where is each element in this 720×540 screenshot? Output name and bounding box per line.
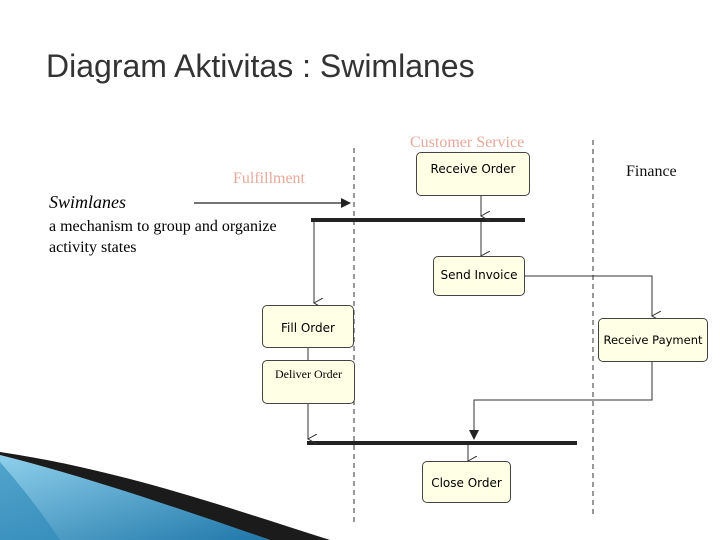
state-label: Fill Order xyxy=(281,321,335,335)
decorative-swoosh xyxy=(0,452,330,540)
state-deliver-order[interactable]: Deliver Order xyxy=(262,360,355,404)
state-label: Send Invoice xyxy=(440,268,518,282)
page-title: Diagram Aktivitas : Swimlanes xyxy=(46,48,475,84)
state-label: Close Order xyxy=(431,476,502,490)
join-bar xyxy=(307,441,577,445)
state-label: Receive Payment xyxy=(603,333,703,347)
state-fill-order[interactable]: Fill Order xyxy=(262,305,354,348)
note-title: Swimlanes xyxy=(49,192,127,212)
lane-label-finance: Finance xyxy=(626,163,677,180)
state-receive-order[interactable]: Receive Order xyxy=(416,152,530,196)
state-close-order[interactable]: Close Order xyxy=(422,461,511,503)
state-label: Deliver Order xyxy=(275,367,342,381)
lane-label-customer-service: Customer Service xyxy=(410,134,525,151)
fork-bar xyxy=(311,218,525,222)
lane-label-fulfillment: Fulfillment xyxy=(233,170,305,187)
flow-payment-to-join xyxy=(469,362,653,440)
flow-invoice-to-payment xyxy=(525,275,652,316)
state-send-invoice[interactable]: Send Invoice xyxy=(433,256,525,296)
note-text: a mechanism to group and organize activi… xyxy=(49,218,277,256)
state-label: Receive Order xyxy=(430,162,516,176)
state-receive-payment[interactable]: Receive Payment xyxy=(598,318,708,362)
